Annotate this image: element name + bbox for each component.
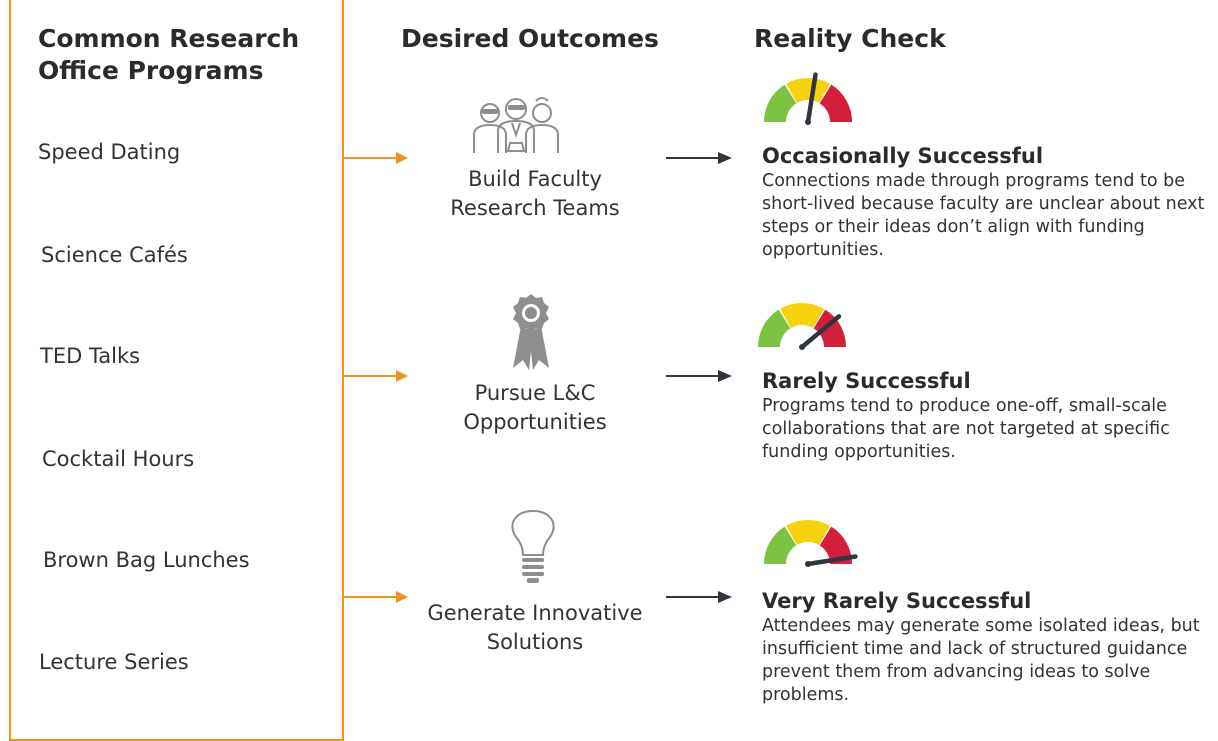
program-item-lecture-series: Lecture Series <box>39 650 189 674</box>
program-item-science-cafes: Science Cafés <box>41 243 188 267</box>
gauge-hub <box>805 561 811 567</box>
gauge-segment-green <box>764 84 797 122</box>
status-description-2: Programs tend to produce one-off, small-… <box>762 396 1170 462</box>
status-description-1: Connections made through programs tend t… <box>762 171 1205 260</box>
gauge-segment-yellow <box>780 303 824 328</box>
program-item-cocktail-hours: Cocktail Hours <box>42 447 195 471</box>
program-item-speed-dating: Speed Dating <box>38 140 181 164</box>
outcome-label-2: Pursue L&C Opportunities <box>463 381 607 434</box>
gauge-needle <box>805 554 858 567</box>
outcomes-header: Desired Outcomes <box>401 24 659 53</box>
gauge-icon-3 <box>764 520 858 567</box>
gauge-icon-1 <box>764 72 852 125</box>
orange-arrow-3 <box>344 591 408 603</box>
status-title-2: Rarely Successful <box>762 369 971 393</box>
gauge-icon-2 <box>758 303 846 350</box>
orange-arrow-1 <box>344 152 408 164</box>
gauge-segment-green <box>764 526 797 564</box>
gauge-segment-red <box>819 526 852 564</box>
dark-arrow-2 <box>666 370 732 382</box>
award-ribbon-icon <box>513 294 549 370</box>
gauge-hub <box>805 119 811 125</box>
program-item-brown-bag-lunches: Brown Bag Lunches <box>43 548 250 572</box>
outcome-label-3: Generate Innovative Solutions <box>427 601 643 654</box>
gauge-segment-yellow <box>786 78 830 103</box>
gauge-segment-yellow <box>786 520 830 545</box>
gauge-hub <box>799 344 805 350</box>
dark-arrow-1 <box>666 152 732 164</box>
status-title-3: Very Rarely Successful <box>762 589 1032 613</box>
gauge-segment-green <box>758 309 791 347</box>
gauge-segment-red <box>819 84 852 122</box>
orange-arrow-2 <box>344 370 408 382</box>
programs-panel <box>9 0 344 741</box>
status-title-1: Occasionally Successful <box>762 144 1044 168</box>
gauge-needle <box>805 72 818 125</box>
scientists-team-icon <box>473 97 559 153</box>
outcome-label-1: Build Faculty Research Teams <box>450 167 620 220</box>
gauge-needle <box>799 314 842 350</box>
gauge-segment-red <box>813 309 846 347</box>
program-item-ted-talks: TED Talks <box>40 344 141 368</box>
status-description-3: Attendees may generate some isolated ide… <box>762 616 1200 705</box>
programs-header: Common Research Office Programs <box>38 24 300 85</box>
reality-header: Reality Check <box>754 24 946 53</box>
lightbulb-icon <box>511 509 555 583</box>
dark-arrow-3 <box>666 591 732 603</box>
